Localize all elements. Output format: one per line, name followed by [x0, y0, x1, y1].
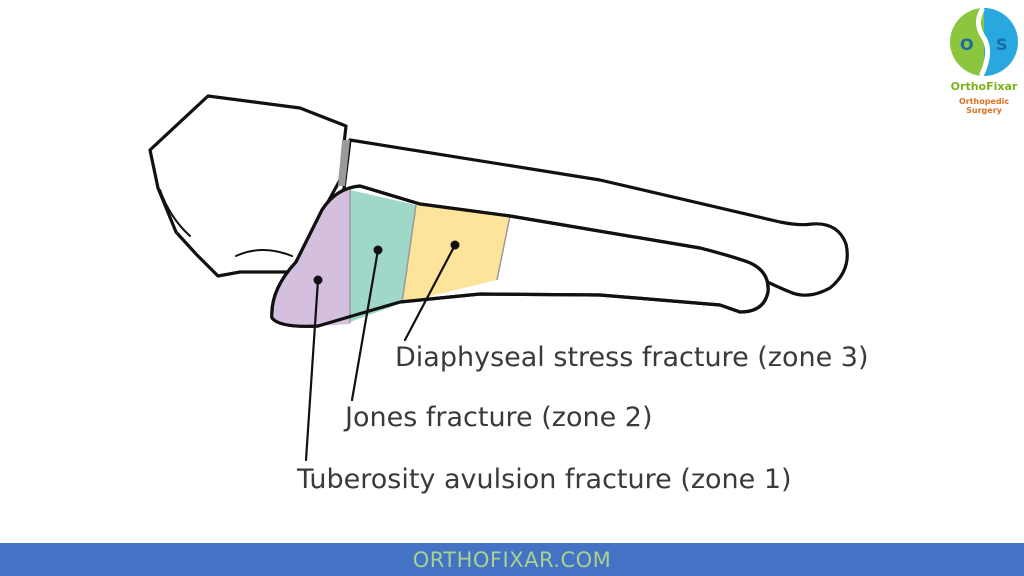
footer-banner: ORTHOFIXAR.COM: [0, 543, 1024, 576]
zone2-jones-region: [350, 190, 416, 322]
cuboid-inner-line: [159, 189, 191, 237]
zone-divider-3: [496, 215, 511, 281]
zone-divider-2: [401, 204, 417, 304]
fifth-metatarsal-outline-top: [270, 184, 770, 328]
zone2-label: Jones fracture (zone 2): [343, 402, 653, 433]
logo-right-letter: S: [996, 35, 1008, 54]
logo-subtitle: Orthopedic Surgery: [958, 97, 1010, 115]
zone1-leader-line: [304, 278, 320, 462]
zone3-diaphyseal-region: [402, 205, 510, 303]
zone2-leader-line: [350, 248, 380, 402]
joint-shadow: [338, 140, 350, 186]
zone1-label: Tuberosity avulsion fracture (zone 1): [296, 464, 792, 495]
footer-link[interactable]: ORTHOFIXAR.COM: [412, 547, 612, 572]
zone3-label: Diaphyseal stress fracture (zone 3): [395, 342, 869, 373]
logo-left-letter: O: [960, 35, 974, 54]
cuboid-contact-line: [235, 249, 293, 257]
zone1-tuberosity-region: [273, 190, 350, 327]
logo-emblem-icon: O S: [950, 7, 1018, 77]
zone3-leader-line: [403, 243, 457, 342]
orthofixar-logo: O S OrthoFixar Orthopedic Surgery: [944, 4, 1024, 115]
logo-name: OrthoFixar: [950, 80, 1018, 93]
